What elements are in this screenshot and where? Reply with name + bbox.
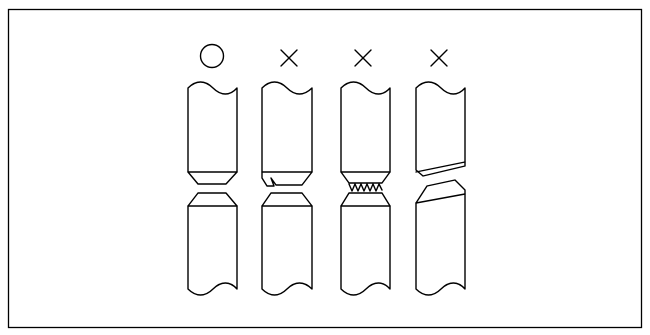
specimen-3-fracture-teeth: [348, 183, 383, 192]
specimen-4-shear-line-lower: [415, 193, 466, 204]
specimen-1-lower: [187, 192, 238, 296]
specimen-3-lower: [340, 192, 391, 296]
specimen-2-lower: [261, 192, 313, 296]
specimen-2: [261, 49, 313, 296]
specimen-4-lower: [415, 179, 466, 296]
circle-ok-icon: [199, 43, 225, 69]
specimen-2-upper: [261, 81, 313, 187]
specimen-1: [187, 43, 238, 296]
diagram-border: [7, 8, 643, 329]
cross-ng-icon: [354, 49, 372, 67]
specimen-1-upper: [187, 81, 238, 185]
specimen-4-shear-line-upper: [415, 161, 466, 173]
cross-ng-icon: [280, 49, 298, 67]
specimen-4: [415, 49, 466, 296]
specimen-3-upper: [340, 81, 391, 184]
specimen-3: [340, 49, 391, 296]
specimen-4-upper: [415, 81, 466, 177]
cross-ng-icon: [430, 49, 448, 67]
